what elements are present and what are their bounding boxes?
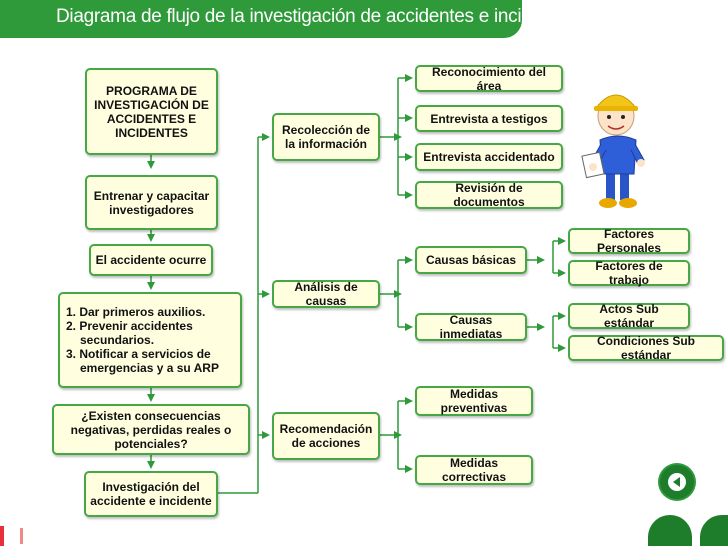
worker-mascot-illustration: [581, 94, 645, 208]
acciones-item-2-cont: secundarios.: [80, 333, 155, 347]
personales-box: Factores Personales: [568, 227, 690, 255]
analisis-label: Análisis de causas: [294, 280, 358, 308]
back-button[interactable]: [660, 465, 694, 499]
documentos-box: Revisión de documentos: [415, 181, 563, 209]
reconocimiento-label: Reconocimiento del área: [431, 64, 547, 93]
correctivas-label: Medidas correctivas: [441, 456, 507, 484]
accidentado-label: Entrevista accidentado: [423, 150, 555, 164]
recomendacion-label: Recomendación de acciones: [279, 422, 373, 450]
inmediatas-box: Causas inmediatas: [415, 313, 527, 341]
recoleccion-label: Recolección de la información: [281, 123, 371, 151]
back-arrow-icon: [668, 473, 686, 491]
bottom-left-red-mark: [0, 526, 4, 546]
acciones-item-3: 3. Notificar a servicios de: [66, 347, 211, 361]
preventivas-box: Medidas preventivas: [415, 386, 533, 416]
investigacion-box: Investigación del accidente e incidente: [84, 471, 218, 517]
personales-label: Factores Personales: [596, 227, 662, 255]
entrenar-label: Entrenar y capacitar investigadores: [93, 188, 210, 217]
ocurre-box: El accidente ocurre: [89, 244, 213, 276]
accidentado-box: Entrevista accidentado: [415, 143, 563, 171]
trabajo-box: Factores de trabajo: [568, 259, 690, 287]
recomendacion-box: Recomendación de acciones: [272, 412, 380, 460]
programa-box: PROGRAMA DE INVESTIGACIÓN DE ACCIDENTES …: [85, 68, 218, 155]
ocurre-label: El accidente ocurre: [95, 253, 207, 267]
acciones-box: 1. Dar primeros auxilios. 2. Prevenir ac…: [58, 292, 242, 388]
recoleccion-box: Recolección de la información: [272, 113, 380, 161]
page-title: Diagrama de flujo de la investigación de…: [56, 6, 577, 27]
consecuencias-box: ¿Existen consecuencias negativas, perdid…: [52, 404, 250, 455]
entrenar-box: Entrenar y capacitar investigadores: [85, 175, 218, 230]
acciones-item-2: 2. Prevenir accidentes: [66, 319, 193, 333]
bottom-nav-partial-1: [648, 515, 692, 546]
programa-label: PROGRAMA DE INVESTIGACIÓN DE ACCIDENTES …: [94, 83, 209, 140]
basicas-box: Causas básicas: [415, 246, 527, 274]
consecuencias-label: ¿Existen consecuencias negativas, perdid…: [70, 408, 232, 451]
investigacion-label: Investigación del accidente e incidente: [90, 480, 212, 508]
title-bar: Diagrama de flujo de la investigación de…: [0, 0, 577, 38]
condiciones-label: Condiciones Sub estándar: [596, 334, 695, 362]
condiciones-box: Condiciones Sub estándar: [568, 334, 724, 362]
analisis-box: Análisis de causas: [272, 280, 380, 308]
documentos-label: Revisión de documentos: [453, 181, 525, 209]
reconocimiento-box: Reconocimiento del área: [415, 64, 563, 93]
testigos-box: Entrevista a testigos: [415, 105, 563, 132]
acciones-item-1: 1. Dar primeros auxilios.: [66, 305, 206, 319]
acciones-item-3-cont: emergencias y a su ARP: [80, 361, 219, 375]
testigos-label: Entrevista a testigos: [430, 111, 548, 126]
actos-box: Actos Sub estándar: [568, 302, 690, 330]
inmediatas-label: Causas inmediatas: [439, 313, 503, 341]
bottom-red-mark: [20, 528, 23, 544]
preventivas-label: Medidas preventivas: [440, 387, 508, 415]
actos-label: Actos Sub estándar: [599, 302, 659, 330]
correctivas-box: Medidas correctivas: [415, 455, 533, 485]
trabajo-label: Factores de trabajo: [595, 259, 663, 287]
basicas-label: Causas básicas: [425, 253, 517, 267]
